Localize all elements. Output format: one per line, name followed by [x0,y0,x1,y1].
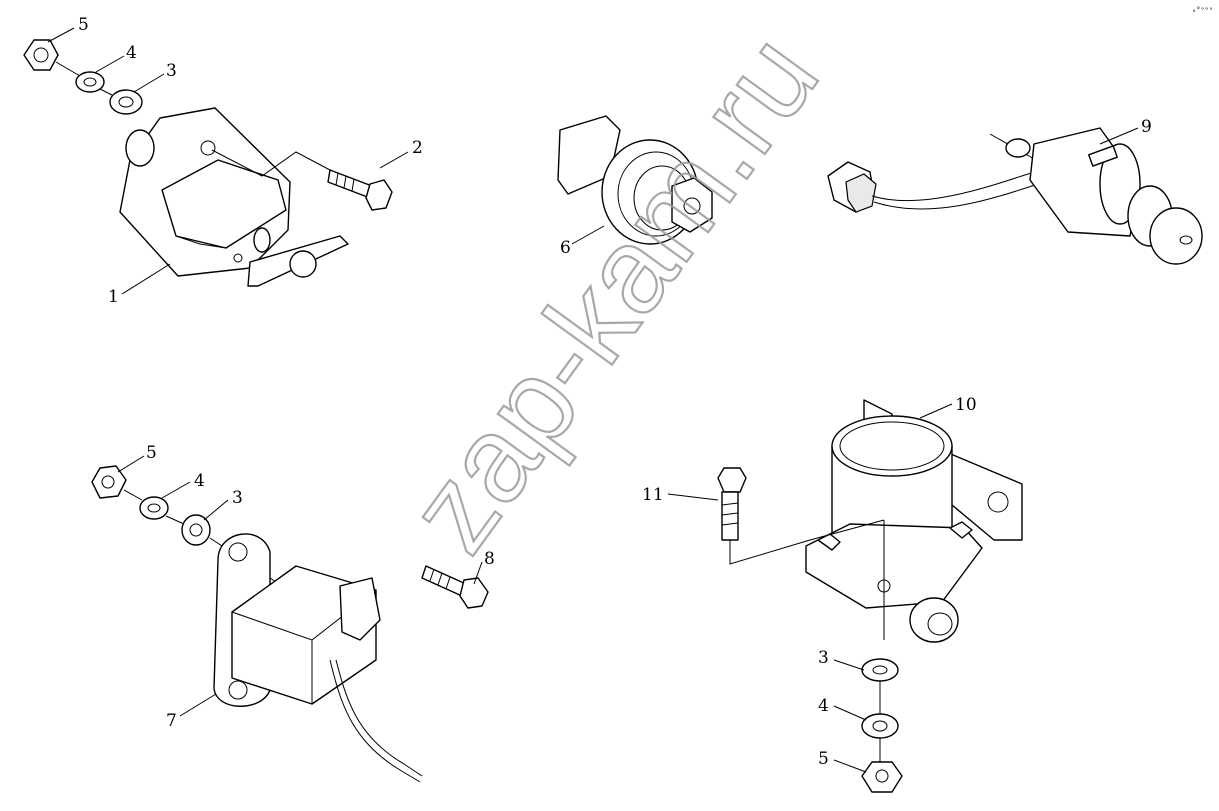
switch-body-1 [119,107,349,287]
bolt-e11 [717,467,747,541]
callout-e5: 5 [818,749,829,769]
washer-e3 [861,658,899,682]
callout-a5: 5 [78,15,89,35]
callout-e4: 4 [818,696,829,716]
callout-d4: 4 [194,471,205,491]
callout-b6: 6 [560,238,571,258]
watermark: zap-kam.ru [383,11,844,575]
sensor-6 [557,115,713,245]
callout-d7: 7 [166,711,177,731]
callout-a1: 1 [108,287,119,307]
nut-e5 [861,761,903,793]
lock-washer-d4 [139,496,169,520]
callout-d3: 3 [232,488,243,508]
callout-e10: 10 [955,395,977,415]
callout-c9: 9 [1141,117,1152,137]
callout-a3: 3 [166,61,177,81]
nut-a5 [23,39,59,71]
callout-a4: 4 [126,43,137,63]
corner-mark: ₒ°ᵒᵒᵒ [1192,6,1213,14]
callout-a2: 2 [412,138,423,158]
callout-e3: 3 [818,648,829,668]
solenoid-assembly-10 [717,399,1023,793]
nut-d5 [91,465,127,499]
bolt-d8 [421,565,489,609]
washer-d3 [181,514,211,546]
leader-lines [47,27,1139,773]
relay-assembly-7 [91,465,489,783]
bolt-a2 [327,169,393,211]
callout-labels: 5 4 3 2 1 6 9 5 4 3 8 7 10 11 3 4 5 [78,15,1152,769]
callout-d8: 8 [484,549,495,569]
battery-switch-assembly [23,39,393,287]
washer-a3 [109,89,143,115]
lock-washer-a4 [75,71,105,93]
callout-e11: 11 [642,485,664,505]
callout-d5: 5 [146,443,157,463]
lock-washer-e4 [861,713,899,739]
switch-with-leads-9 [827,127,1203,265]
